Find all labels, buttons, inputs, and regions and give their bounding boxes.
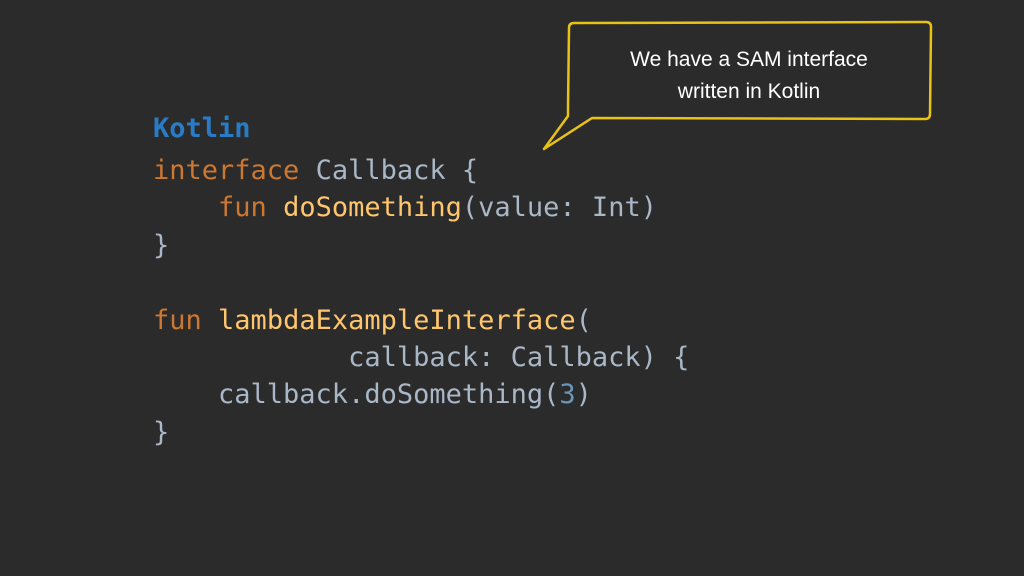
callout-line-2: written in Kotlin (677, 80, 821, 103)
code-text: Callback { (299, 155, 479, 186)
keyword: fun (218, 192, 267, 224)
keyword: interface (153, 155, 300, 186)
code-line-7: callback.doSomething(3) (153, 376, 689, 413)
code-block: interface Callback { fun doSomething(val… (153, 152, 689, 451)
language-label: Kotlin (153, 113, 251, 144)
code-line-6: callback: Callback) { (153, 339, 689, 376)
code-text: callback.doSomething( (153, 379, 560, 411)
function-name: doSomething (283, 192, 462, 224)
keyword: fun (153, 304, 202, 336)
callout-text: We have a SAM interface written in Kotli… (570, 44, 928, 108)
code-line-4-blank (153, 264, 689, 301)
code-line-1: interface Callback { (153, 152, 689, 189)
code-line-3: } (153, 227, 689, 264)
number-literal: 3 (559, 379, 576, 411)
code-text: (value: Int) (461, 192, 657, 224)
function-name: lambdaExampleInterface (218, 304, 576, 336)
code-space (202, 305, 218, 336)
code-indent (153, 192, 218, 223)
code-text: ) (575, 379, 592, 411)
code-text: callback: Callback) { (153, 341, 690, 373)
code-text: ( (575, 304, 592, 336)
code-space (267, 192, 283, 223)
callout-line-1: We have a SAM interface (630, 48, 868, 71)
code-line-5: fun lambdaExampleInterface( (153, 302, 689, 339)
code-line-8: } (153, 414, 689, 451)
speech-bubble-callout: We have a SAM interface written in Kotli… (540, 20, 940, 160)
code-line-2: fun doSomething(value: Int) (153, 189, 689, 226)
code-text: } (153, 416, 170, 448)
speech-bubble-shape (542, 20, 933, 151)
code-text: } (153, 229, 170, 261)
